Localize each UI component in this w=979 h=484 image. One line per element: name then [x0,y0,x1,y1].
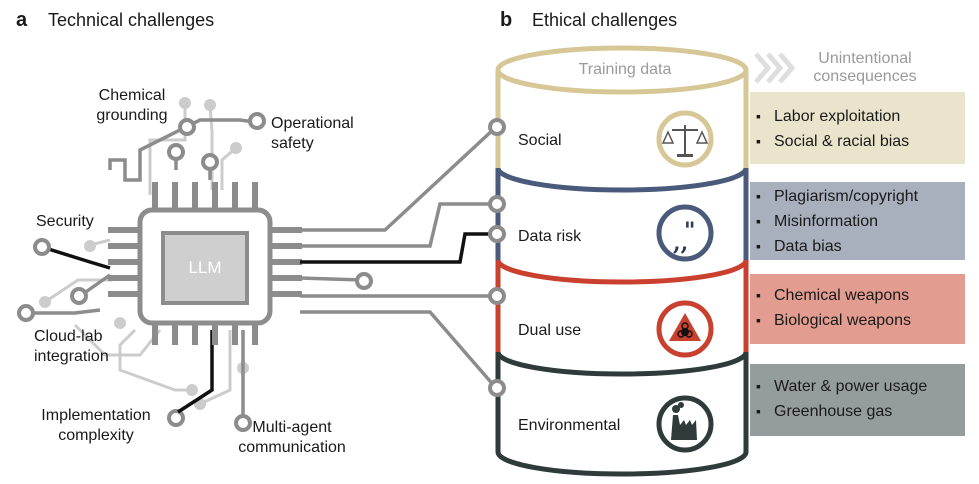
layer-label-environmental: Environmental [518,417,621,434]
label-operational-safety: Operational safety [271,115,354,152]
cylinder-top-label: Training data [578,61,672,78]
layer-label-data-risk: Data risk [518,228,582,245]
panel-a-letter: a [16,9,28,31]
dark-circuit-traces [28,118,256,420]
consequences-box-social: Labor exploitation Social & racial bias [750,92,965,164]
svg-text:,,: ,, [673,230,688,256]
chevron-arrows-icon [754,52,796,84]
list-item: Social & racial bias [756,129,965,154]
dark-circuit-nodes [17,112,266,432]
consequences-box-data-risk: Plagiarism/copyright Misinformation Data… [750,182,965,260]
black-circuit-traces [41,245,214,414]
list-item: Chemical weapons [756,283,965,308]
chip-pins [108,182,302,345]
biohazard-icon [656,300,714,358]
layer-label-dual-use: Dual use [518,322,582,339]
black-circuit-nodes [33,238,51,256]
panel-b-letter: b [500,9,513,31]
list-item: Biological weapons [756,308,965,333]
list-item: Plagiarism/copyright [756,184,965,209]
connector-nodes [355,272,373,290]
panel-a-title: Technical challenges [48,10,215,30]
label-security: Security [36,213,94,230]
list-item: Misinformation [756,209,965,234]
label-chemical-grounding: Chemical grounding [96,87,168,124]
cylinder-entry-nodes [488,118,506,397]
panel-b-title: Ethical challenges [532,10,678,30]
chip-to-cylinder-traces [299,126,498,390]
quotation-marks-icon: ,, " [656,204,714,262]
factory-icon [656,395,714,453]
consequences-header: Unintentional consequences [813,50,917,85]
list-item: Data bias [756,234,965,259]
chip-label: LLM [188,258,222,277]
list-item: Greenhouse gas [756,399,965,424]
llm-chip-core [161,231,249,305]
list-item: Labor exploitation [756,104,965,129]
label-cloud-lab-integration: Cloud-lab integration [34,328,109,365]
label-implementation-complexity: Implementation complexity [41,407,151,444]
light-circuit-nodes [39,97,249,410]
svg-text:": " [684,218,695,244]
layer-label-social: Social [518,132,562,149]
consequences-box-environmental: Water & power usage Greenhouse gas [750,364,965,436]
scales-icon [656,110,714,168]
consequences-box-dual-use: Chemical weapons Biological weapons [750,274,965,344]
label-multi-agent-communication: Multi-agent communication [238,419,346,456]
list-item: Water & power usage [756,374,965,399]
